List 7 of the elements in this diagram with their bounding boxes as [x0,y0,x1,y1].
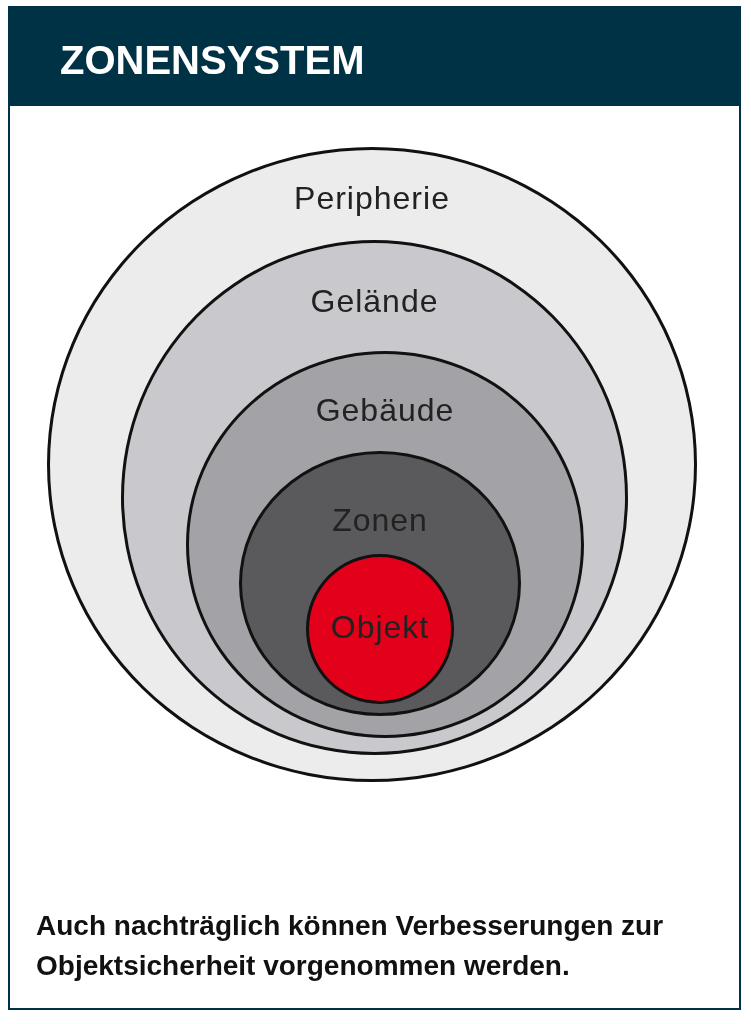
zone-label: Gelände [309,283,440,320]
zone-label: Gebäude [314,392,456,429]
zone-label: Objekt [329,609,431,646]
zone-label: Peripherie [293,180,451,217]
zone-label: Zonen [331,502,429,539]
title-banner: ZONENSYSTEM [10,8,739,106]
caption: Auch nachträglich können Verbesserungen zur Objektsicherheit vorgenommen werden. [36,909,665,983]
